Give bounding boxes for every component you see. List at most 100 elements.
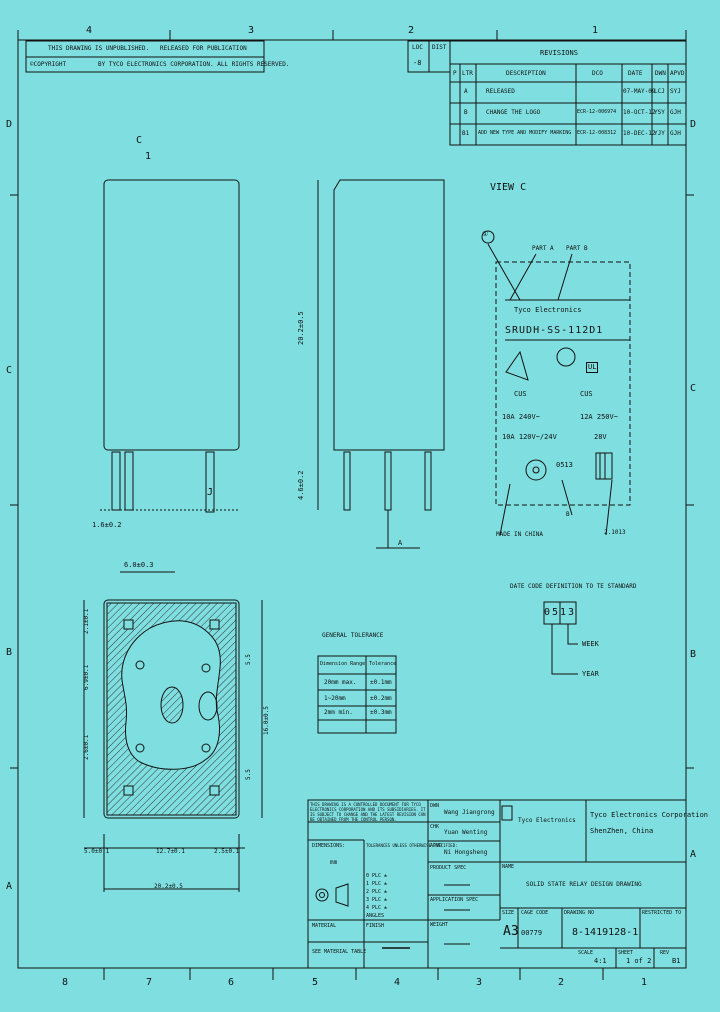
marking-part-no: SRUDH-SS-112D1 [505,325,604,336]
company-name: Tyco Electronics Corporation [590,811,709,819]
rev-row2-apvd: GJH [670,109,681,116]
bottom-dim-b2: 12.7±0.1 [156,848,185,855]
rev-header-date: DATE [628,70,643,77]
made-in-label: MADE IN CHINA [496,531,543,538]
application-spec-label: APPLICATION SPEC [430,897,479,903]
ul-mark: UL [586,362,599,373]
dimensions-label: DIMENSIONS: [312,843,346,849]
drawing-name: SOLID STATE RELAY DESIGN DRAWING [526,881,642,888]
scale-label: SCALE [578,950,594,956]
zone-bottom-4: 4 [394,977,401,988]
zone-right-d: D [690,119,697,130]
bottom-dim-right-2: 16.0±0.5 [263,706,270,735]
tol-row-2: 2 PLC ± [366,889,388,895]
marking-date-code: 0513 [556,461,573,469]
rating2-mark: CUS [580,390,593,398]
bottom-dim-right-1: 5.5 [245,654,252,665]
rev-row3-apvd: GJH [670,130,681,137]
sheet-label: SHEET [618,950,634,956]
rev-label: REV [660,950,670,956]
rev-row1-desc: RELEASED [486,88,515,95]
loc-label: LOC [412,44,423,51]
a-label: A [398,539,403,547]
part-b-label: PART B [566,245,588,252]
rev-row2-ltr: B [464,109,468,116]
drawing-no-label: DRAWING NO [564,910,595,916]
product-spec-label: PRODUCT SPEC [430,865,467,871]
zone-bottom-2: 2 [558,977,565,988]
rev-row3-ltr: B1 [462,130,470,137]
marking-b-label: B [566,511,570,518]
chk-label: CHK [430,824,440,830]
view-c-marker: C [136,135,143,146]
relay-side-body [333,179,445,451]
rev-row1-date: 07-MAY-09 [623,88,656,95]
tolerance-row3-range: 2mm min. [324,709,353,716]
rev-row2-desc: CHANGE THE LOGO [486,109,541,116]
cage-value: 00779 [521,929,543,937]
loc-value: -8 [413,59,422,67]
tol-row-4: 4 PLC ± [366,905,388,911]
bottom-view-body [103,599,240,819]
cage-label: CAGE CODE [521,910,549,916]
rev-value: B1 [672,957,681,965]
zone-right-c: C [690,383,697,394]
finish-label: FINISH [366,923,385,929]
bottom-dim-b1: 5.0±0.1 [84,848,110,855]
dwn-label: DWN [430,803,440,809]
bottom-dim-b4: 20.2±0.5 [154,883,183,890]
height-dim: 20.2±0.5 [297,311,305,345]
zone-top-2: 2 [408,25,415,36]
bottom-dim-b3: 2.5±0.1 [214,848,240,855]
chk-name: Yuan Wenting [444,829,488,836]
title-block-grid [307,799,687,969]
bottom-dim-left-2: 6.9±0.1 [83,664,90,690]
zone-left-b: B [6,647,13,658]
tolerance-header-tol: Tolerance [369,661,397,667]
marking-circle: ① [482,230,489,238]
rev-row3-date: 10-DEC-12 [623,130,656,137]
rev-row3-desc: ADD NEW TYPE AND MODIFY MARKING [478,130,572,136]
view-c-title: VIEW C [490,182,527,193]
tolerance-row2-range: 1~20mm [324,695,346,702]
marking-code: 2.1013 [604,529,626,536]
sheet-value: 1 of 2 [626,957,652,965]
notice-line1: THIS DRAWING IS UNPUBLISHED. [48,45,150,52]
rev-row3-dco: ECR-12-008312 [577,130,617,136]
zone-left-d: D [6,119,13,130]
bottom-dim-top: 6.0±0.3 [124,561,154,569]
date-code-value: 0513 [544,607,577,618]
rev-row2-dco: ECR-12-006974 [577,109,617,115]
relay-front-body [103,179,240,451]
rev-header-desc: DESCRIPTION [506,70,546,77]
dwn-name: Wang Jiangrong [444,809,495,816]
tolerance-title: GENERAL TOLERANCE [322,632,384,639]
rating2-a: 12A 250V~ [580,413,618,421]
j-label: J [207,487,214,498]
zone-top-4: 4 [86,25,93,36]
marking-outline [495,261,631,506]
zone-bottom-7: 7 [146,977,153,988]
marking-logo: Tyco Electronics [514,306,582,314]
zone-bottom-1: 1 [641,977,648,988]
zone-top-3: 3 [248,25,255,36]
tol-row-1: 1 PLC ± [366,881,388,887]
rev-row3-dwn: YJY [654,130,665,137]
tolerances-label: TOLERANCES UNLESS OTHERWISE SPECIFIED: [366,843,458,848]
dist-label: DIST [432,44,447,51]
pin-1-marker: 1 [145,151,152,162]
date-code-title: DATE CODE DEFINITION TO TE STANDARD [510,583,637,590]
bottom-dim-left-1: 2.1±0.1 [83,608,90,634]
size-label: SIZE [502,910,515,916]
rating1-b: 10A 120V~/24V [502,433,557,441]
angles-label: ANGLES [366,913,385,919]
zone-bottom-8: 8 [62,977,69,988]
dimensions-value: mm [330,859,338,866]
tol-row-0: 0 PLC ± [366,873,388,879]
revisions-title: REVISIONS [540,49,578,57]
zone-left-a: A [6,881,13,892]
restricted-label: RESTRICTED TO [642,910,682,916]
rating1-mark: CUS [514,390,527,398]
notice-line1b: RELEASED FOR PUBLICATION [160,45,247,52]
